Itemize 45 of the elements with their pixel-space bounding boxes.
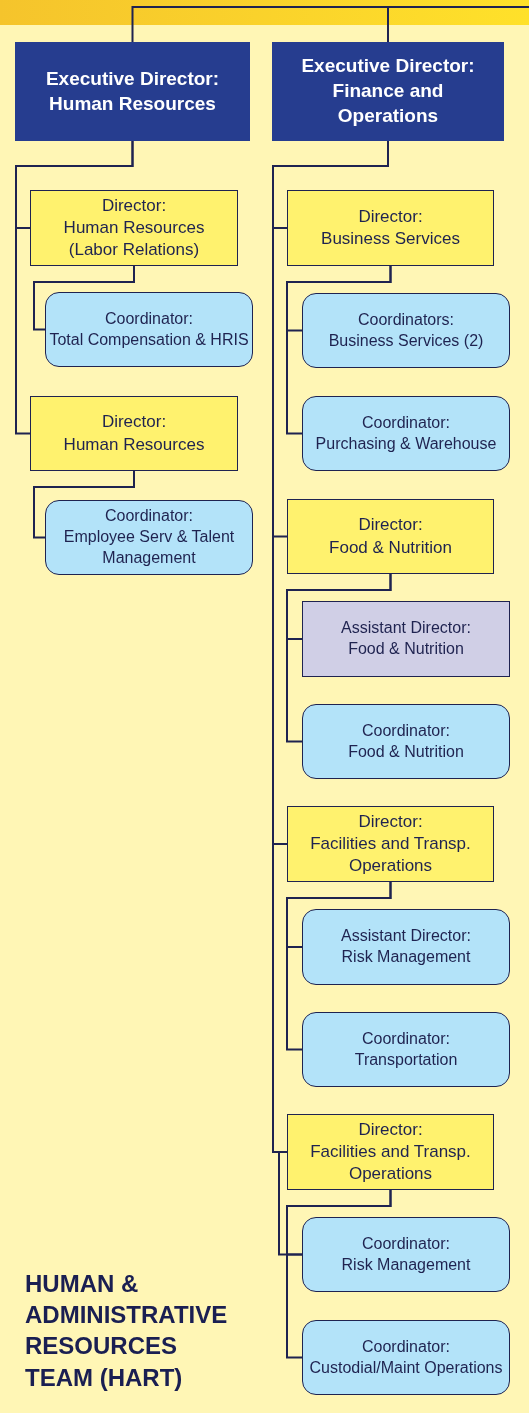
role-title: Director: Facilities and Transp. Operations — [309, 1118, 472, 1186]
role-title: Director: Human Resources (Labor Relations) — [62, 194, 206, 262]
role-title: Coordinator: Custodial/Maint Operations — [309, 1336, 503, 1378]
connector-line — [286, 265, 392, 435]
coordinator-box — [45, 500, 253, 575]
role-title: Executive Director: Human Resources — [45, 66, 220, 116]
role-title: Coordinator: Food & Nutrition — [348, 720, 464, 762]
role-title: Director: Facilities and Transp. Operations — [309, 810, 472, 878]
director-box — [287, 499, 494, 574]
role-title: Coordinator: Purchasing & Warehouse — [315, 412, 497, 454]
director-box — [30, 190, 238, 266]
role-title: Coordinator: Risk Management — [341, 1233, 471, 1275]
role-title: Assistant Director: Food & Nutrition — [341, 618, 471, 659]
connector-line — [15, 140, 134, 435]
coordinator-box — [302, 704, 510, 779]
role-title: Director: Food & Nutrition — [329, 514, 452, 559]
role-title: Director: Business Services — [321, 205, 460, 250]
role-title: Coordinator: Employee Serv & Talent Management — [62, 506, 236, 568]
connector-line — [286, 881, 392, 1051]
coordinator-box — [302, 1012, 510, 1087]
connector-line — [286, 1189, 392, 1359]
executive-box — [272, 42, 504, 141]
chart-title: HUMAN & ADMINISTRATIVE RESOURCES TEAM (HART) — [25, 1269, 229, 1393]
header-banner — [0, 0, 529, 25]
connector-line — [286, 573, 392, 743]
role-title: Coordinators: Business Services (2) — [328, 309, 484, 351]
role-title: Assistant Director: Risk Management — [341, 926, 471, 967]
director-box — [287, 1114, 494, 1190]
coordinator-box — [302, 396, 510, 471]
role-title: Director: Human Resources — [63, 411, 205, 456]
connector-line — [33, 265, 135, 331]
assistant-director-box — [302, 601, 510, 677]
coordinator-box — [302, 1217, 510, 1292]
role-title: Coordinator: Total Compensation & HRIS — [49, 308, 249, 350]
role-title: Executive Director: Finance and Operations — [300, 54, 476, 128]
director-box — [30, 396, 238, 471]
director-box — [287, 190, 494, 266]
connector-line — [33, 470, 135, 539]
coordinator-box — [302, 293, 510, 368]
executive-box — [15, 42, 250, 141]
coordinator-box — [302, 909, 510, 985]
role-title: Coordinator: Transportation — [354, 1028, 458, 1070]
coordinator-box — [45, 292, 253, 367]
coordinator-box — [302, 1320, 510, 1395]
director-box — [287, 806, 494, 882]
